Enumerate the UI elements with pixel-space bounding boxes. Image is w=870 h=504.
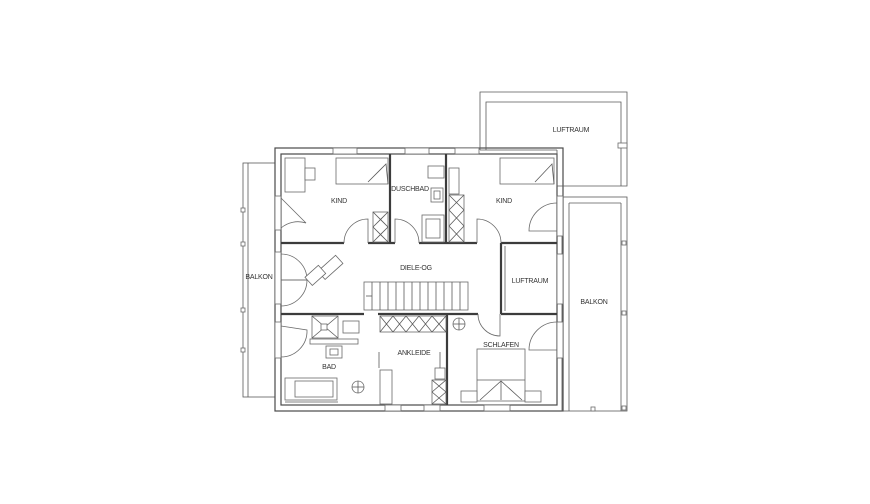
interior-walls	[281, 154, 557, 405]
label-bad: BAD	[322, 364, 336, 371]
label-duschbad: DUSCHBAD	[391, 186, 429, 193]
label-schlafen: SCHLAFEN	[483, 342, 519, 349]
diele-furniture	[304, 254, 344, 287]
label-luftraum-mid: LUFTRAUM	[512, 278, 549, 285]
label-kind-left: KIND	[331, 198, 347, 205]
schlafen-furniture	[452, 317, 542, 403]
duschbad-furniture	[421, 165, 445, 243]
kind-left-furniture	[284, 157, 389, 243]
room-labels: KIND DUSCHBAD KIND LUFTRAUM BALKON DIELE…	[245, 127, 608, 371]
balcony-right	[561, 196, 628, 412]
ankleide-furniture	[378, 315, 447, 405]
label-balkon-left: BALKON	[245, 274, 272, 281]
luftraum-top-block	[479, 91, 628, 187]
staircase	[363, 281, 469, 311]
label-balkon-right: BALKON	[580, 299, 607, 306]
label-kind-right: KIND	[496, 198, 512, 205]
label-ankleide: ANKLEIDE	[397, 350, 431, 357]
label-luftraum-top: LUFTRAUM	[553, 127, 590, 134]
bad-furniture	[284, 315, 365, 403]
windows	[274, 147, 564, 412]
label-diele-og: DIELE-OG	[400, 265, 432, 272]
kind-right-furniture	[448, 157, 555, 243]
